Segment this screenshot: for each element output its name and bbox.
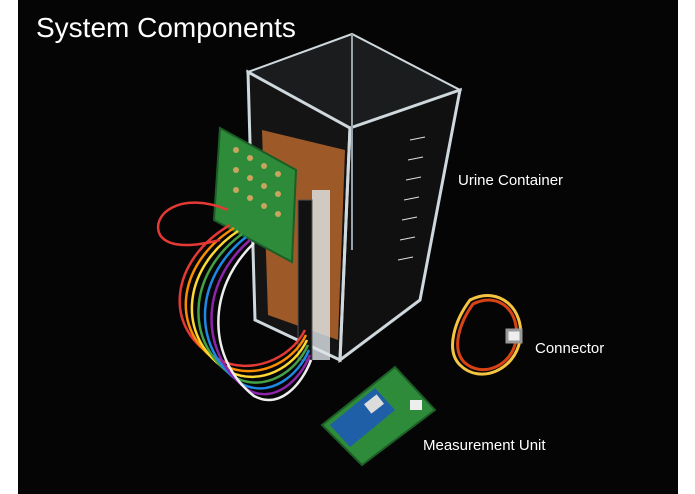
- label-urine-container: Urine Container: [458, 172, 564, 189]
- label-connector: Connector: [535, 340, 605, 357]
- page-title: System Components: [36, 12, 296, 43]
- measurement-unit: [320, 365, 437, 467]
- urine-container: [245, 32, 463, 364]
- connector-cable: [451, 294, 523, 376]
- ribbon-cables: [156, 201, 313, 402]
- label-measurement-unit: Measurement Unit: [423, 437, 546, 454]
- sensor-board: [212, 126, 298, 264]
